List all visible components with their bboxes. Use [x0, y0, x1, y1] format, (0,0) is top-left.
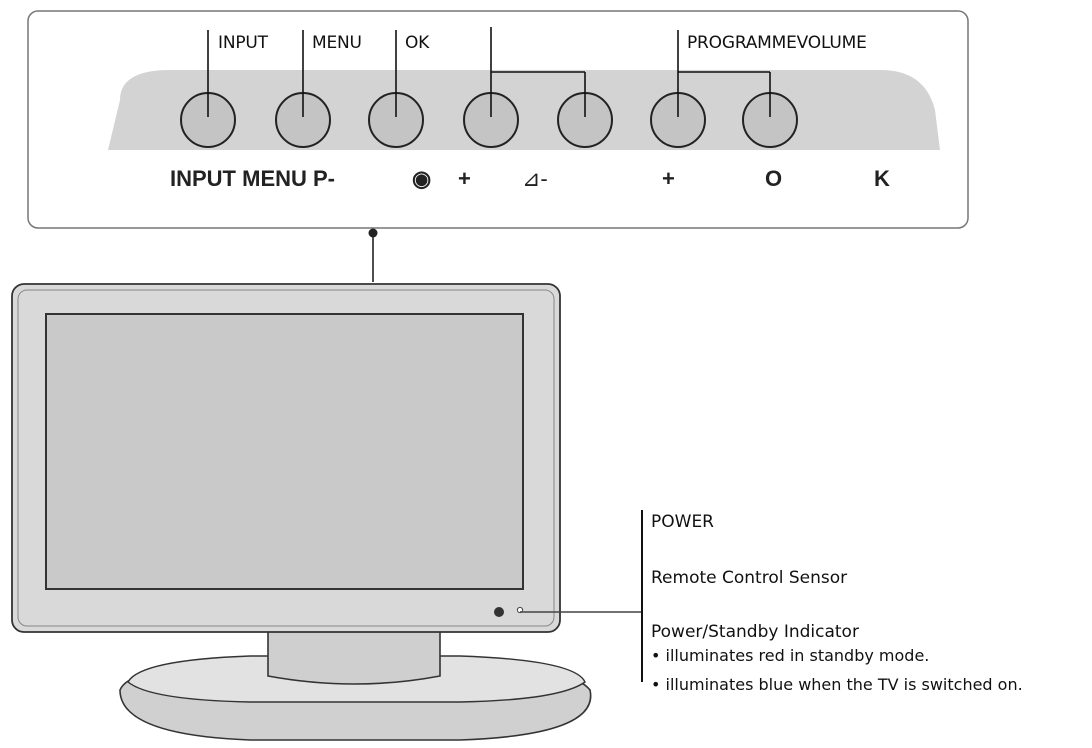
indicator-bracket — [641, 510, 643, 682]
remote-sensor — [494, 607, 504, 617]
label-ok-top: OK — [405, 33, 430, 53]
label-standby-indicator: Power/Standby Indicator — [651, 622, 859, 642]
label-o: O — [765, 166, 783, 191]
label-input-menu-p: INPUT MENU P- — [170, 166, 335, 191]
label-input-top: INPUT — [218, 33, 268, 53]
label-plus-1: + — [458, 166, 471, 191]
label-volume-minus: ⊿- — [522, 166, 548, 191]
label-plus-2: + — [662, 166, 675, 191]
label-ok-symbol: ◉ — [412, 166, 432, 191]
buttons — [180, 92, 798, 148]
bullet-on-blue: • illuminates blue when the TV is switch… — [651, 675, 1023, 694]
label-programme-volume-top: PROGRAMMEVOLUME — [687, 33, 867, 53]
label-menu-top: MENU — [312, 33, 362, 53]
tv-stand — [119, 619, 592, 741]
tv-screen — [45, 313, 524, 590]
leader-lines — [207, 27, 771, 117]
label-k: K — [874, 166, 890, 191]
label-power: POWER — [651, 512, 714, 532]
bullet-standby-red: • illuminates red in standby mode. — [651, 646, 930, 665]
label-remote-sensor: Remote Control Sensor — [651, 568, 848, 588]
